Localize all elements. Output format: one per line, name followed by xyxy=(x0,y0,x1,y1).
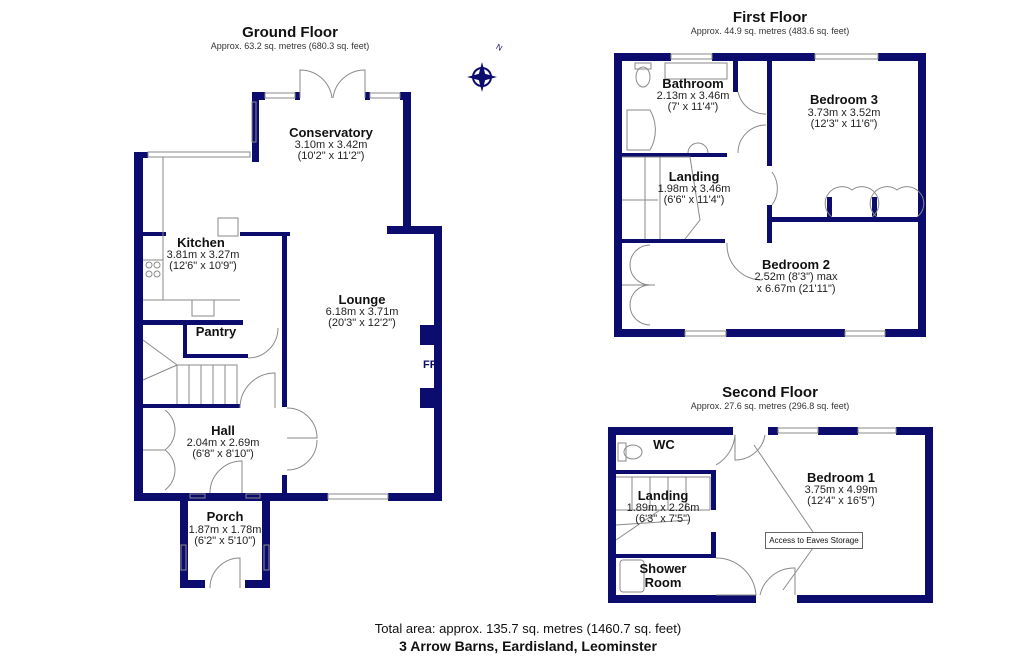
bedroom3-label: Bedroom 3 xyxy=(810,92,878,107)
porch-label: Porch xyxy=(206,509,244,524)
second-floor-area: Approx. 27.6 sq. metres (296.8 sq. feet) xyxy=(690,401,850,411)
wc-label: WC xyxy=(653,437,675,452)
ground-floor-area: Approx. 63.2 sq. metres (680.3 sq. feet) xyxy=(210,41,370,51)
bathroom-imperial: (7' x 11'4") xyxy=(667,101,719,113)
bedroom3-metric: 3.73m x 3.52m xyxy=(807,107,881,119)
sf-landing-label: Landing xyxy=(637,488,689,503)
bedroom1-label: Bedroom 1 xyxy=(807,470,875,485)
shower-room-label-1: Shower xyxy=(639,561,687,576)
ground-floor-fixtures xyxy=(142,69,401,589)
kitchen-imperial: (12'6" x 10'9") xyxy=(169,260,237,272)
shower-room-label-2: Room xyxy=(644,575,682,590)
ff-landing-imperial: (6'6" x 11'4") xyxy=(663,194,725,206)
bathroom-label: Bathroom xyxy=(662,76,724,91)
bathroom-metric: 2.13m x 3.46m xyxy=(656,90,730,102)
hall-imperial: (6'8" x 8'10") xyxy=(192,448,254,460)
bedroom3-imperial: (12'3" x 11'6") xyxy=(810,118,878,130)
ff-landing-metric: 1.98m x 3.46m xyxy=(657,183,731,195)
ff-landing-label: Landing xyxy=(668,169,720,184)
property-address: 3 Arrow Barns, Eardisland, Leominster xyxy=(399,638,657,654)
kitchen-metric: 3.81m x 3.27m xyxy=(166,249,240,261)
second-floor-walls xyxy=(608,427,933,603)
conservatory-metric: 3.10m x 3.42m xyxy=(294,139,368,151)
sf-landing-metric: 1.89m x 2.26m xyxy=(626,502,700,514)
lounge-imperial: (20'3" x 12'2") xyxy=(328,317,396,329)
bedroom1-metric: 3.75m x 4.99m xyxy=(804,484,878,496)
compass-icon xyxy=(467,62,497,92)
bedroom1-imperial: (12'4" x 16'5") xyxy=(807,495,875,507)
fireplace-label: FP xyxy=(422,359,438,371)
conservatory-label: Conservatory xyxy=(289,125,373,140)
porch-imperial: (6'2" x 5'10") xyxy=(194,535,256,547)
conservatory-imperial: (10'2" x 11'2") xyxy=(297,150,365,162)
hall-metric: 2.04m x 2.69m xyxy=(186,437,260,449)
kitchen-label: Kitchen xyxy=(177,235,225,250)
eaves-storage-label: Access to Eaves Storage xyxy=(765,532,863,549)
first-floor-title: First Floor xyxy=(732,9,808,26)
bedroom2-metric: 2.52m (8'3") max xyxy=(754,271,838,283)
bedroom2-label: Bedroom 2 xyxy=(762,257,830,272)
second-floor-title: Second Floor xyxy=(722,384,818,401)
first-floor-area: Approx. 44.9 sq. metres (483.6 sq. feet) xyxy=(690,26,850,36)
porch-metric: 1.87m x 1.78m xyxy=(188,524,262,536)
second-floor-fixtures xyxy=(615,427,897,596)
lounge-metric: 6.18m x 3.71m xyxy=(325,306,399,318)
ground-floor-walls xyxy=(134,92,442,588)
lounge-label: Lounge xyxy=(338,292,386,307)
total-area: Total area: approx. 135.7 sq. metres (14… xyxy=(374,621,682,636)
pantry-label: Pantry xyxy=(195,324,237,339)
ground-floor-title: Ground Floor xyxy=(242,24,338,41)
sf-landing-imperial: (6'3" x 7'5") xyxy=(635,513,691,525)
bedroom2-imperial: x 6.67m (21'11") xyxy=(756,283,836,295)
first-floor-fixtures xyxy=(622,53,925,337)
hall-label: Hall xyxy=(211,423,235,438)
